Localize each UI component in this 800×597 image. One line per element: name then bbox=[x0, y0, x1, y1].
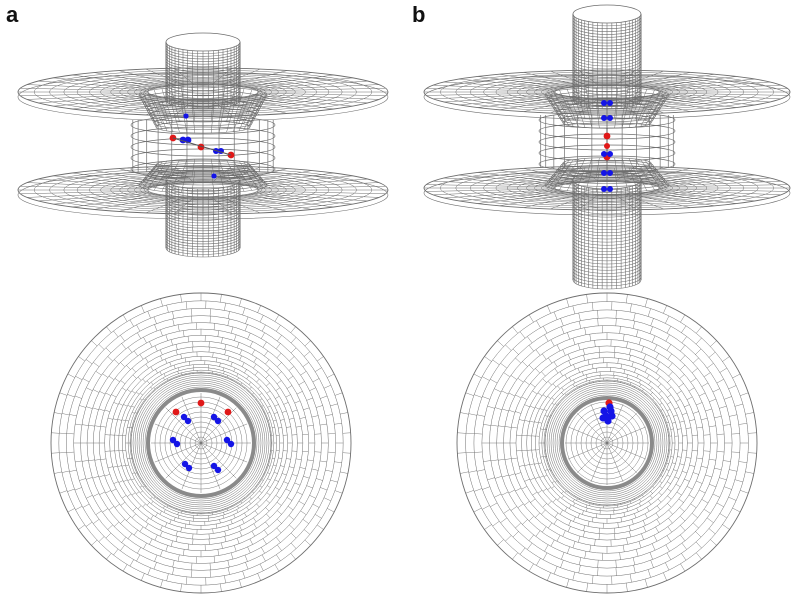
a-top-atom-blue-10 bbox=[185, 464, 193, 472]
b-atom-blue-10 bbox=[607, 186, 613, 192]
a-top-atom-blue-3 bbox=[210, 413, 218, 421]
b-atom-blue-2 bbox=[607, 100, 613, 106]
panel-label-a: a bbox=[6, 2, 19, 27]
b-top-atom-blue-4 bbox=[608, 412, 616, 420]
b-atom-blue-4 bbox=[607, 115, 613, 121]
b-top-atom-blue-6 bbox=[599, 414, 607, 422]
a-top-view-mesh bbox=[50, 292, 352, 594]
b-atom-blue-9 bbox=[601, 186, 607, 192]
b-atom-blue-6 bbox=[607, 151, 613, 157]
a-top-atom-red-1 bbox=[172, 408, 180, 416]
b-top-view-mesh bbox=[456, 292, 758, 594]
b-atom-blue-1 bbox=[601, 100, 607, 106]
b-top-atom-blue-7 bbox=[606, 403, 614, 411]
a-top-atom-blue-12 bbox=[214, 466, 222, 474]
a-top-atom-blue-6 bbox=[173, 440, 181, 448]
b-atom-blue-7 bbox=[601, 170, 607, 176]
b-atom-blue-3 bbox=[601, 115, 607, 121]
a-top-atom-blue-9 bbox=[181, 460, 189, 468]
a-top-atom-blue-1 bbox=[180, 413, 188, 421]
a-atom-blue-6 bbox=[211, 173, 217, 179]
a-bond-line bbox=[172, 137, 232, 156]
a-top-atom-red-2 bbox=[197, 399, 205, 407]
a-top-atom-blue-8 bbox=[227, 440, 235, 448]
a-top-atom-blue-5 bbox=[169, 436, 177, 444]
b-atom-red-1 bbox=[603, 132, 611, 140]
b-bottom-cylinder bbox=[572, 170, 642, 290]
a-top-atom-blue-4 bbox=[214, 417, 222, 425]
panel-label-b: b bbox=[412, 2, 426, 27]
b-atom-red-2 bbox=[604, 143, 610, 149]
a-top-atom-red-3 bbox=[224, 408, 232, 416]
a-top-atom-blue-2 bbox=[184, 417, 192, 425]
b-atom-blue-8 bbox=[607, 170, 613, 176]
b-atom-blue-5 bbox=[601, 151, 607, 157]
a-bottom-cylinder bbox=[165, 170, 241, 258]
a-atom-blue-5 bbox=[183, 113, 189, 119]
a-top-atom-blue-7 bbox=[223, 436, 231, 444]
a-top-atom-blue-11 bbox=[210, 462, 218, 470]
